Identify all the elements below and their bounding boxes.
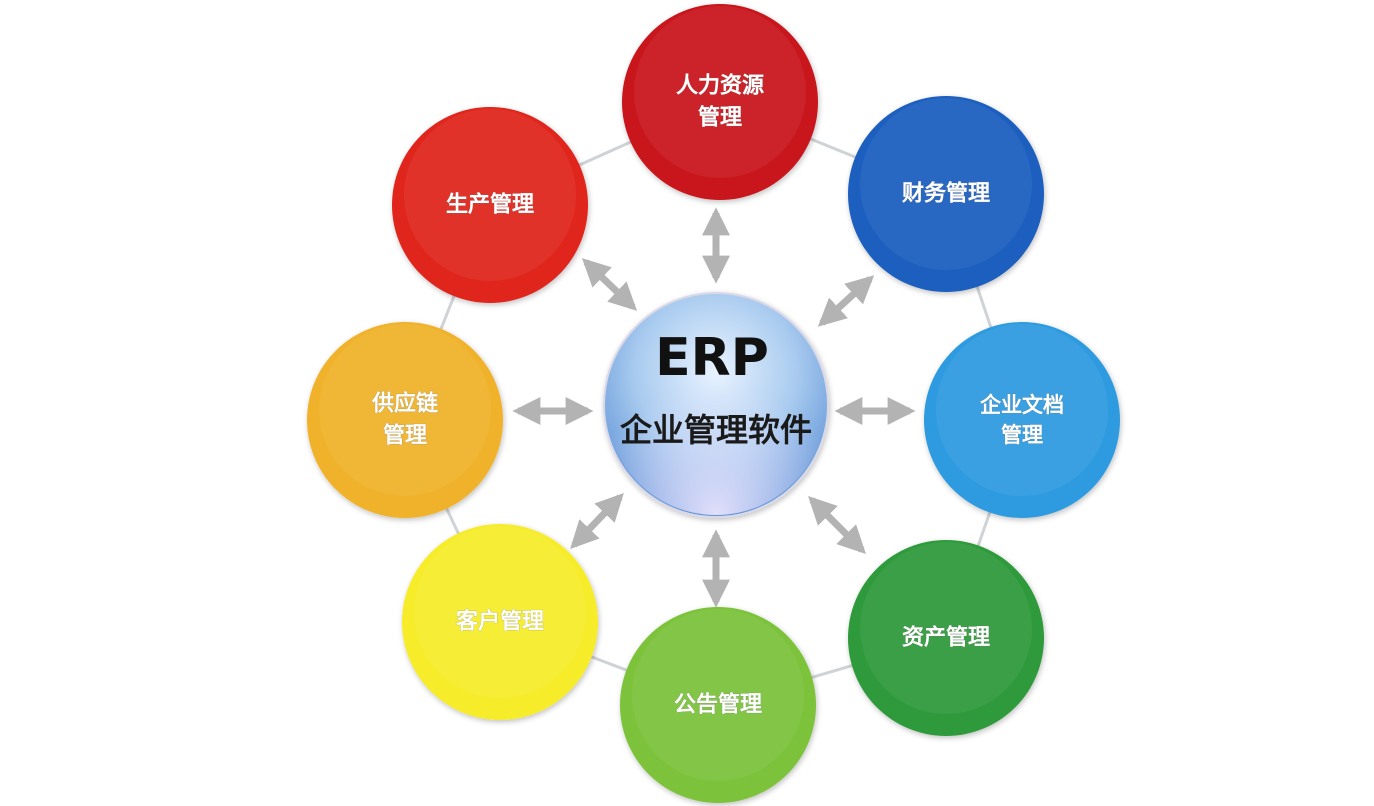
module-node-production: 生产管理 [392, 107, 588, 303]
center-circle-glow [606, 295, 826, 515]
module-highlight-production [404, 109, 576, 281]
module-highlight-finance [860, 98, 1032, 270]
center-node: ERP 企业管理软件 [603, 292, 829, 518]
module-label-customer: 客户管理 [456, 609, 544, 635]
center-subtitle: 企业管理软件 [620, 411, 812, 449]
module-circle-finance [848, 96, 1044, 292]
module-circle-asset [848, 540, 1044, 736]
double-arrow-customer [570, 492, 624, 550]
module-highlight-customer [414, 526, 586, 698]
module-label-hr-line-2: 管理 [698, 104, 742, 130]
double-arrow-asset [808, 496, 866, 554]
module-node-finance: 财务管理 [848, 96, 1044, 292]
module-label-document-line-2: 管理 [1001, 423, 1043, 447]
module-node-customer: 客户管理 [402, 524, 598, 720]
double-arrow-finance [817, 275, 875, 327]
module-label-asset: 资产管理 [902, 625, 990, 651]
module-label-finance: 财务管理 [902, 181, 990, 207]
module-node-asset: 资产管理 [848, 540, 1044, 736]
module-label-supply-line-1: 供应链 [371, 391, 438, 417]
module-label-production: 生产管理 [446, 192, 534, 218]
module-circle-document [924, 322, 1120, 518]
module-circle-production [392, 107, 588, 303]
module-label-supply-line-2: 管理 [383, 422, 427, 448]
double-arrow-production [581, 258, 638, 311]
center-title: ERP [655, 328, 769, 388]
module-label-hr-line-1: 人力资源 [676, 74, 764, 99]
connector-arrows [512, 207, 916, 608]
module-label-notice: 公告管理 [674, 692, 762, 718]
module-highlight-document [936, 324, 1108, 496]
module-circle-hr [622, 4, 818, 200]
module-circle-customer [402, 524, 598, 720]
module-highlight-asset [860, 542, 1032, 714]
module-label-document-line-1: 企业文档 [979, 393, 1064, 417]
module-highlight-supply [319, 324, 491, 496]
module-highlight-hr [634, 6, 806, 178]
module-circle-supply [307, 322, 503, 518]
module-highlight-notice [632, 609, 804, 781]
module-node-notice: 公告管理 [620, 607, 816, 803]
module-circle-notice [620, 607, 816, 803]
